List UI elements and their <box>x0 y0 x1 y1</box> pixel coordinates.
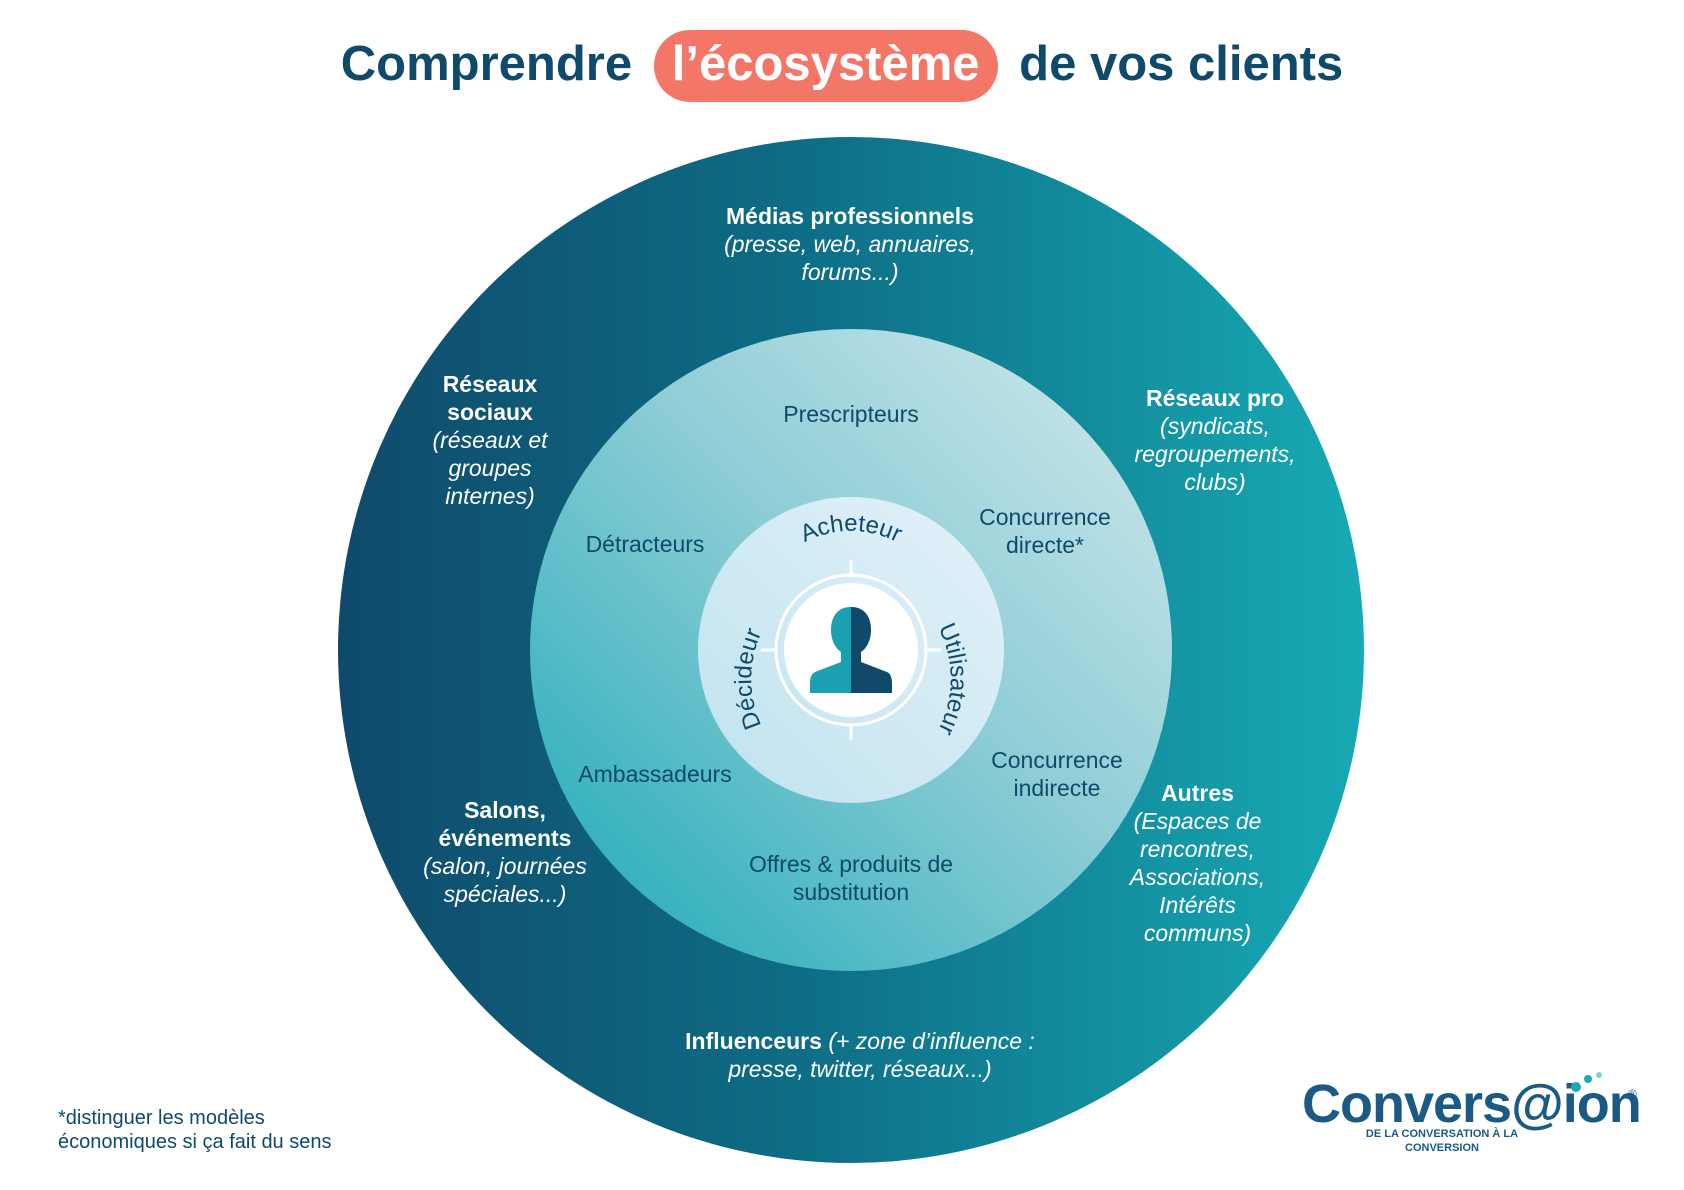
influenceurs-title: Influenceurs <box>685 1028 822 1054</box>
influenceurs-detail: (+ zone d’influence : presse, twitter, r… <box>728 1028 1035 1082</box>
page-title: Comprendre l’écosystème de vos clients <box>0 30 1684 102</box>
outer-label-influenceurs: Influenceurs (+ zone d’influence : press… <box>650 1027 1070 1083</box>
autres-detail: (Espaces de rencontres, Associations, In… <box>1129 808 1266 946</box>
logo-tagline: DE LA CONVERSATION À LA CONVERSION <box>1365 1128 1519 1154</box>
reseaux-sociaux-detail: (réseaux et groupes internes) <box>432 427 548 509</box>
title-before: Comprendre <box>340 37 633 91</box>
medias-detail: (presse, web, annuaires, forums...) <box>724 231 976 285</box>
outer-label-reseaux-sociaux: Réseaux sociaux (réseaux et groupes inte… <box>420 370 560 510</box>
salons-title: Salons, événements <box>438 797 572 851</box>
conversation-logo: Convers@ion ® DE LA CONVERSATION À LA CO… <box>1302 1072 1642 1173</box>
middle-label-offres: Offres & produits de substitution <box>748 851 954 905</box>
reseaux-pro-detail: (syndicats, regroupements, clubs) <box>1134 413 1296 495</box>
outer-label-reseaux-pro: Réseaux pro (syndicats, regroupements, c… <box>1115 384 1315 496</box>
salons-detail: (salon, journées spéciales...) <box>423 853 587 907</box>
autres-title: Autres <box>1161 780 1234 806</box>
title-highlight: l’écosystème <box>653 30 998 102</box>
reseaux-sociaux-title: Réseaux sociaux <box>442 371 538 425</box>
outer-label-salons: Salons, événements (salon, journées spéc… <box>400 796 610 908</box>
outer-label-autres: Autres (Espaces de rencontres, Associati… <box>1110 779 1285 947</box>
person-silhouette-icon <box>810 607 892 693</box>
middle-label-ambassadeurs: Ambassadeurs <box>578 761 732 787</box>
logo-wordmark: Convers@ion <box>1302 1074 1642 1134</box>
logo-registered-mark: ® <box>1628 1087 1637 1101</box>
medias-title: Médias professionnels <box>726 203 974 229</box>
footnote: *distinguer les modèles économiques si ç… <box>58 1107 332 1153</box>
middle-label-detracteurs: Détracteurs <box>585 531 705 557</box>
logo-dots-icon <box>1571 1072 1602 1092</box>
title-after: de vos clients <box>1019 37 1344 91</box>
middle-label-concurrence-directe: Concurrence directe* <box>979 504 1111 558</box>
outer-label-medias: Médias professionnels (presse, web, annu… <box>705 202 995 286</box>
middle-label-prescripteurs: Prescripteurs <box>783 401 919 427</box>
reseaux-pro-title: Réseaux pro <box>1145 385 1285 411</box>
middle-label-concurrence-indirecte: Concurrence indirecte <box>991 747 1123 801</box>
